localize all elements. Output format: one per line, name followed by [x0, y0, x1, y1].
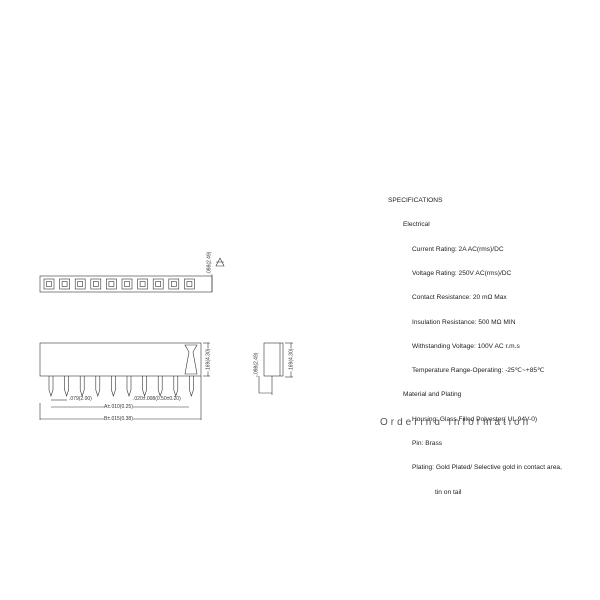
contact-cavity [59, 278, 70, 290]
contact-cavity [152, 278, 164, 290]
contact-cavity [74, 278, 86, 290]
side-height-dim: .169(4.30) [205, 348, 212, 372]
cavity-inner [77, 281, 83, 287]
pin-width-dim: .020±.008(0.50±0.20) [133, 396, 181, 402]
top-height-dim: .098(2.49) [206, 251, 213, 275]
spec-item: Insulation Resistance: 500 MΩ MIN [412, 318, 516, 326]
ordering-information-heading: Ordering information [380, 418, 532, 425]
spec-item: Temperature Range-Operating: -25℃~+85℃ [412, 367, 545, 375]
contact-cavity [43, 278, 55, 290]
b-dim: B±.015(0.38) [104, 416, 133, 422]
top-view [39, 275, 213, 293]
spec-item: Voltage Rating: 250V AC(rms)/DC [412, 270, 512, 278]
cavity-inner [93, 281, 99, 287]
electrical-heading: Electrical [403, 221, 430, 229]
pin [173, 376, 179, 397]
pin [142, 376, 147, 397]
cavity-inner [186, 281, 193, 287]
cavity-inner [108, 281, 115, 287]
housing-side [39, 342, 202, 377]
contact-cavity [137, 278, 148, 290]
spec-item: Plating: Gold Plated/ Selective gold in … [412, 464, 562, 472]
pitch-dim: .079(2.00) [69, 396, 92, 402]
pin [48, 376, 54, 397]
spec-item: Current Rating: 2A AC(rms)/DC [412, 245, 504, 253]
cavity-inner [124, 281, 130, 287]
contact-cavity [121, 278, 133, 290]
housing-top [39, 275, 213, 293]
pin [157, 376, 163, 397]
contact-detail [184, 344, 198, 375]
cavity-inner [155, 281, 161, 287]
contact-cavity [168, 278, 180, 290]
end-total-dim: .169(4.30) [288, 348, 295, 372]
contact-cavity [184, 278, 195, 290]
pin [189, 376, 194, 397]
material-heading: Material and Plating [403, 391, 462, 399]
specifications-block: SPECIFICATIONS Electrical Current Rating… [388, 181, 562, 505]
datum-triangle-icon [215, 257, 225, 267]
cavity-inner [46, 281, 52, 287]
specs-title: SPECIFICATIONS [388, 197, 443, 205]
pin [95, 376, 101, 397]
spec-item: Pin: Brass [412, 440, 443, 447]
cavity-inner [139, 281, 146, 287]
end-height-dim: .098(2.49) [253, 352, 260, 376]
cavity-inner [61, 281, 68, 287]
spec-item: tin on tail [435, 488, 462, 496]
pin [111, 376, 116, 397]
side-view [39, 342, 202, 397]
a-dim: A±.010(0.25) [104, 404, 133, 410]
contact-cavity [90, 278, 102, 290]
pin [64, 376, 69, 397]
cavity-inner [171, 281, 177, 287]
pin [126, 376, 132, 397]
spec-item: Contact Resistance: 20 mΩ Max [412, 294, 507, 302]
spec-item: Housing: Glass Filled Polyester( UL 94V-… [412, 415, 538, 423]
spec-item: Withstanding Voltage: 100V AC r.m.s [412, 342, 520, 350]
pin [79, 376, 85, 397]
dimension-lines [39, 262, 213, 420]
contact-cavity [106, 278, 117, 290]
